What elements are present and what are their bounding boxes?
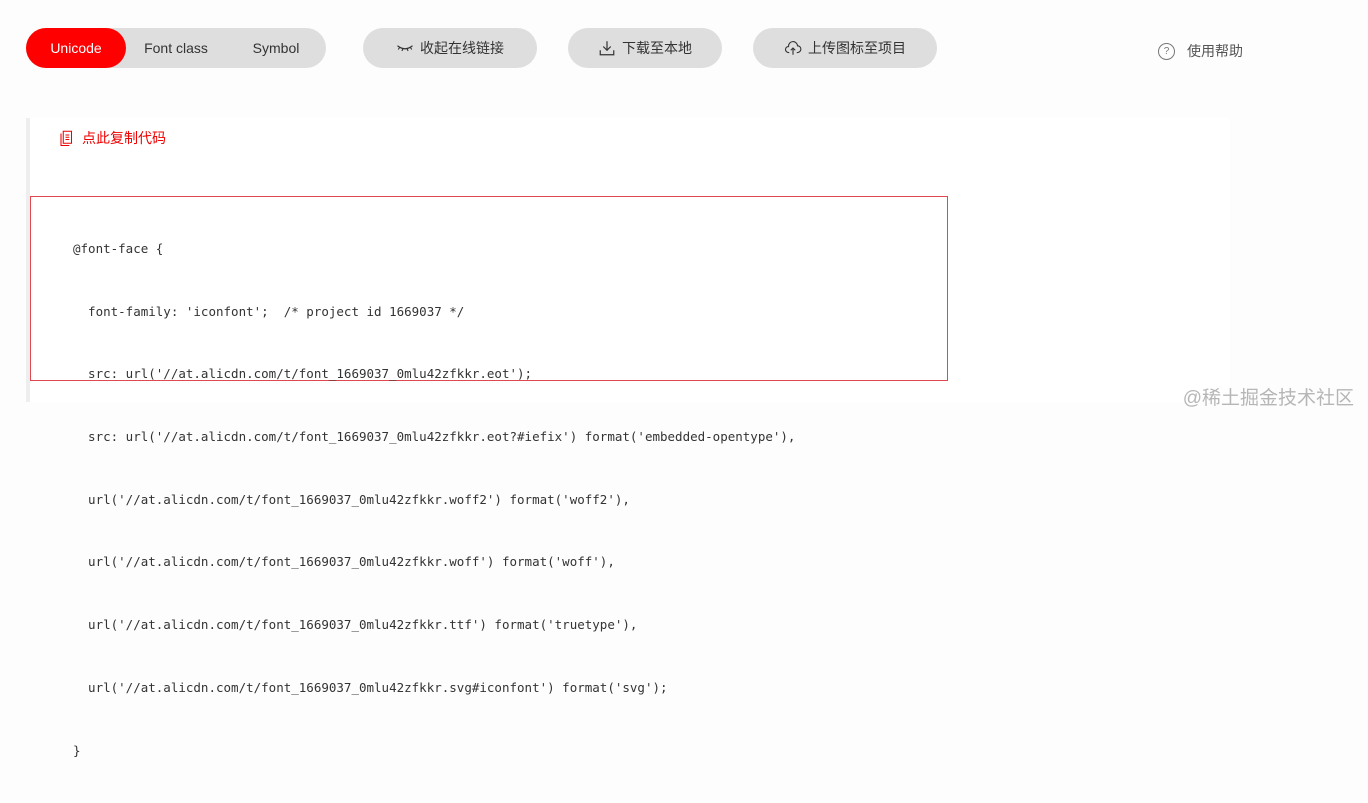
collapse-label: 收起在线链接	[420, 40, 504, 56]
code-text: @font-face { font-family: 'iconfont'; /*…	[73, 197, 795, 803]
code-line: src: url('//at.alicdn.com/t/font_1669037…	[73, 428, 796, 444]
tab-font-class[interactable]: Font class	[144, 40, 208, 56]
code-line: font-family: 'iconfont'; /* project id 1…	[73, 303, 465, 319]
watermark: @稀土掘金技术社区	[1182, 388, 1354, 409]
download-label: 下载至本地	[622, 40, 692, 56]
tab-unicode[interactable]: Unicode	[26, 28, 126, 68]
copy-document-icon	[60, 130, 73, 147]
code-line: src: url('//at.alicdn.com/t/font_1669037…	[73, 366, 533, 382]
code-block: @font-face { font-family: 'iconfont'; /*…	[30, 196, 948, 758]
cloud-upload-icon	[785, 41, 802, 55]
upload-button[interactable]: 上传图标至项目	[753, 28, 937, 68]
question-icon: ?	[1158, 42, 1175, 60]
code-line: url('//at.alicdn.com/t/font_1669037_0mlu…	[73, 491, 630, 507]
help-link[interactable]: ? 使用帮助	[1158, 41, 1243, 61]
tab-symbol[interactable]: Symbol	[252, 40, 300, 56]
copy-code-button[interactable]: 点此复制代码	[58, 128, 166, 148]
upload-label: 上传图标至项目	[808, 40, 906, 56]
download-icon	[599, 41, 615, 56]
collapse-online-link-button[interactable]: 收起在线链接	[363, 28, 537, 68]
code-line: url('//at.alicdn.com/t/font_1669037_0mlu…	[73, 617, 638, 633]
help-label: 使用帮助	[1187, 43, 1243, 59]
code-line: url('//at.alicdn.com/t/font_1669037_0mlu…	[73, 554, 615, 570]
download-button[interactable]: 下载至本地	[568, 28, 722, 68]
closed-eye-icon	[397, 45, 413, 52]
code-line: }	[73, 742, 81, 758]
copy-code-label: 点此复制代码	[82, 130, 166, 146]
mode-segmented-control: Unicode Font class Symbol	[26, 28, 326, 68]
code-line: url('//at.alicdn.com/t/font_1669037_0mlu…	[73, 679, 668, 695]
code-line: @font-face {	[73, 240, 164, 256]
